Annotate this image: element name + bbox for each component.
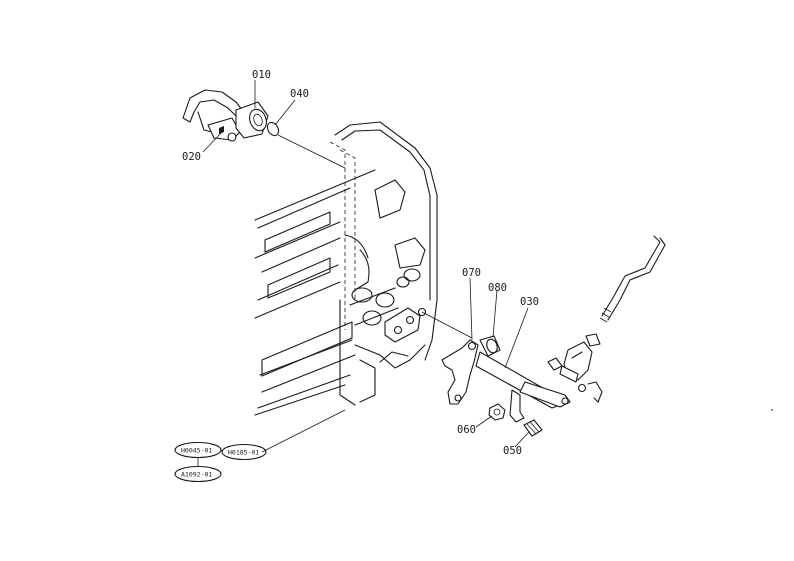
part-label-040: 040 (290, 88, 309, 100)
stray-dot (771, 409, 773, 411)
part-labels: 010 020 030 040 050 060 070 080 (182, 69, 539, 457)
part-label-010: 010 (252, 69, 271, 81)
part-label-060: 060 (457, 424, 476, 436)
part-label-020: 020 (182, 151, 201, 163)
shift-shaft-assembly (421, 311, 571, 437)
linkage-rod-assembly (547, 235, 666, 403)
ref-oval-3 (174, 465, 222, 483)
ref-label-2: H0185-01 (228, 449, 259, 457)
part-label-050: 050 (503, 445, 522, 457)
shift-fork-assembly (182, 89, 346, 169)
reference-tags: H0045-01 H0185-01 A1092-01 (174, 441, 267, 483)
leader-lines (202, 80, 530, 453)
transmission-housing (254, 121, 438, 416)
ref-label-1: H0045-01 (181, 447, 212, 455)
part-label-080: 080 (488, 282, 507, 294)
ref-label-3: A1092-01 (181, 471, 212, 479)
part-label-070: 070 (462, 267, 481, 279)
part-label-030: 030 (520, 296, 539, 308)
